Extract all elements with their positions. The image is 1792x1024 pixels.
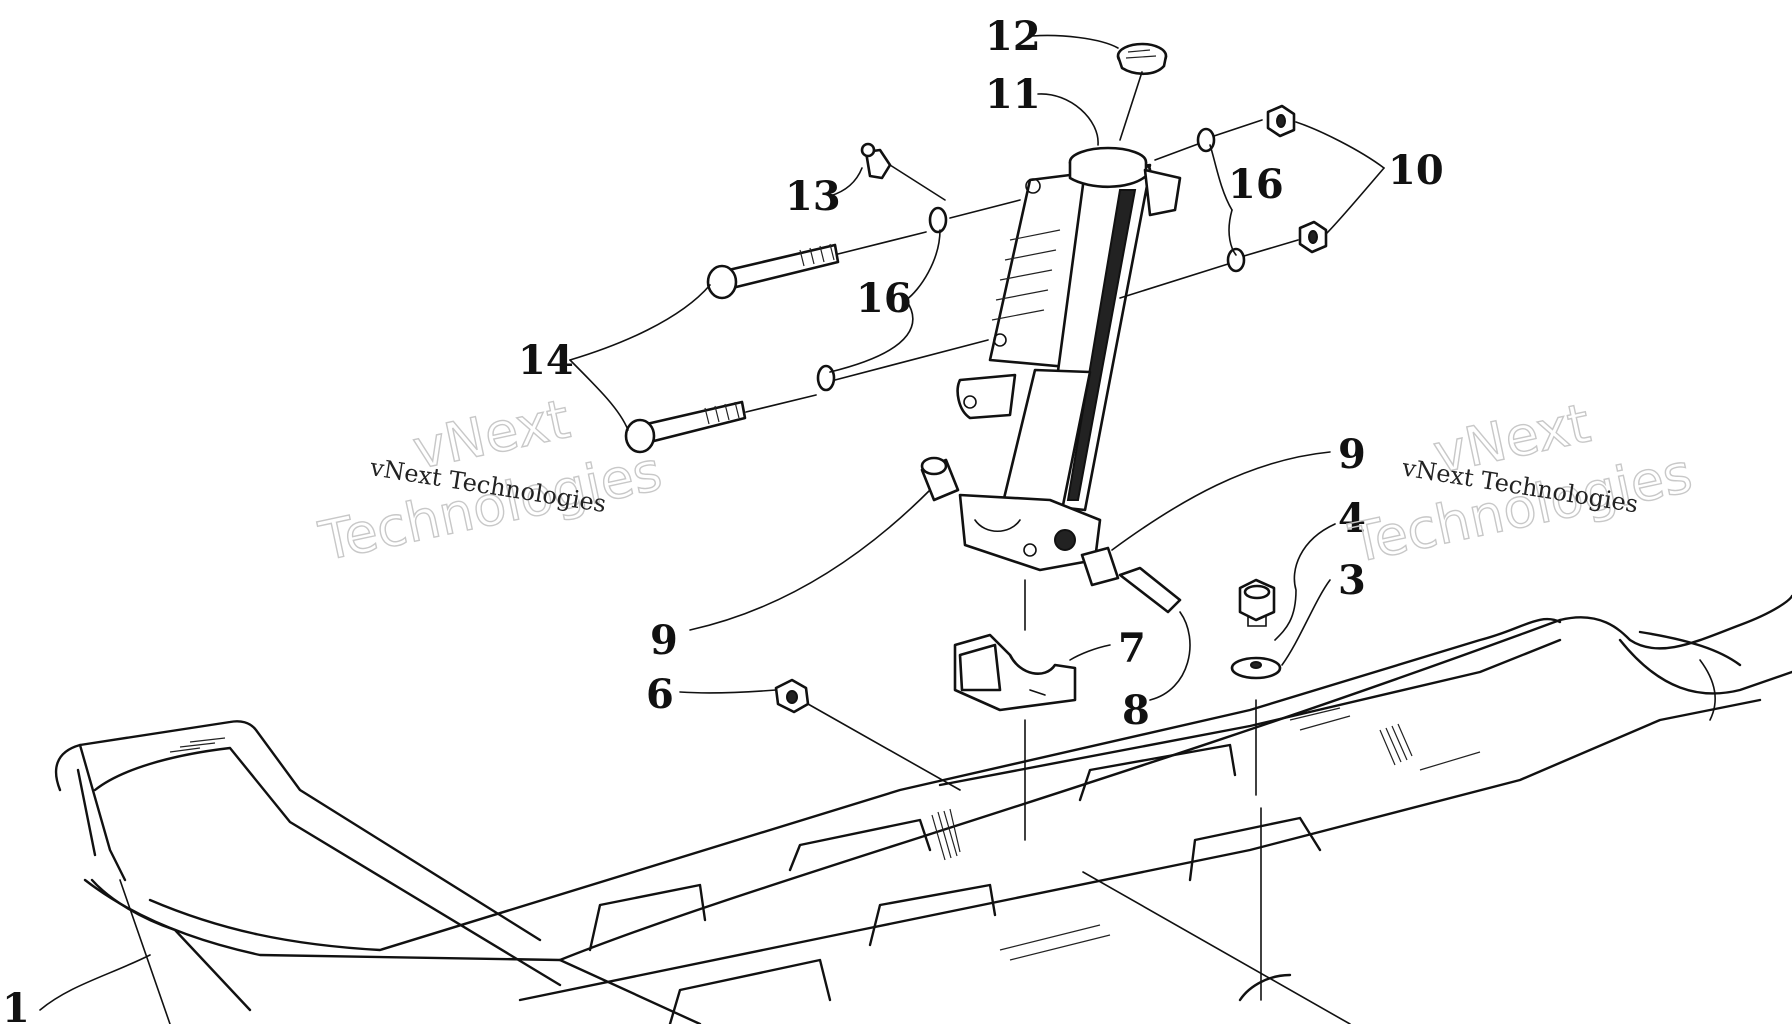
bolt-part-14-lower bbox=[624, 400, 747, 454]
callout-3: 3 bbox=[1338, 557, 1366, 604]
pin-part-8 bbox=[1118, 566, 1182, 614]
nut-part-6 bbox=[774, 678, 810, 714]
bolt-part-14-upper bbox=[706, 243, 840, 300]
callout-1: 1 bbox=[2, 985, 30, 1024]
nut-part-10-b bbox=[1298, 220, 1328, 254]
callout-9-right: 9 bbox=[1338, 431, 1366, 478]
callout-6: 6 bbox=[646, 671, 674, 718]
callout-13: 13 bbox=[785, 173, 841, 220]
washer-part-3 bbox=[1230, 656, 1282, 680]
assembly-lines bbox=[745, 71, 1351, 1024]
spindle-assembly bbox=[956, 146, 1182, 572]
callout-16-left: 16 bbox=[856, 275, 912, 322]
ski bbox=[54, 594, 1792, 1024]
callout-labels: 12 11 13 16 10 16 14 9 9 4 3 7 6 8 1 bbox=[2, 13, 1444, 1024]
washer-part-16-d bbox=[1226, 247, 1246, 273]
callout-12: 12 bbox=[985, 13, 1041, 60]
callout-4: 4 bbox=[1338, 495, 1366, 542]
nut-part-4 bbox=[1238, 578, 1276, 627]
callout-16-right: 16 bbox=[1228, 161, 1284, 208]
bushing-part-9-right bbox=[1080, 546, 1120, 587]
grease-fitting-part-13 bbox=[860, 142, 892, 180]
plug-part-12 bbox=[1116, 42, 1168, 76]
saddle-block-part-7 bbox=[953, 633, 1077, 712]
callout-9-left: 9 bbox=[650, 617, 678, 664]
callout-10: 10 bbox=[1388, 147, 1444, 194]
washer-part-16-a bbox=[928, 206, 948, 234]
callout-14: 14 bbox=[518, 337, 574, 384]
leader-lines bbox=[39, 34, 1385, 1011]
callout-8: 8 bbox=[1122, 687, 1150, 734]
nut-part-10-a bbox=[1266, 104, 1296, 138]
callout-7: 7 bbox=[1118, 625, 1146, 672]
washer-part-16-b bbox=[816, 364, 836, 392]
callout-11: 11 bbox=[985, 71, 1041, 118]
